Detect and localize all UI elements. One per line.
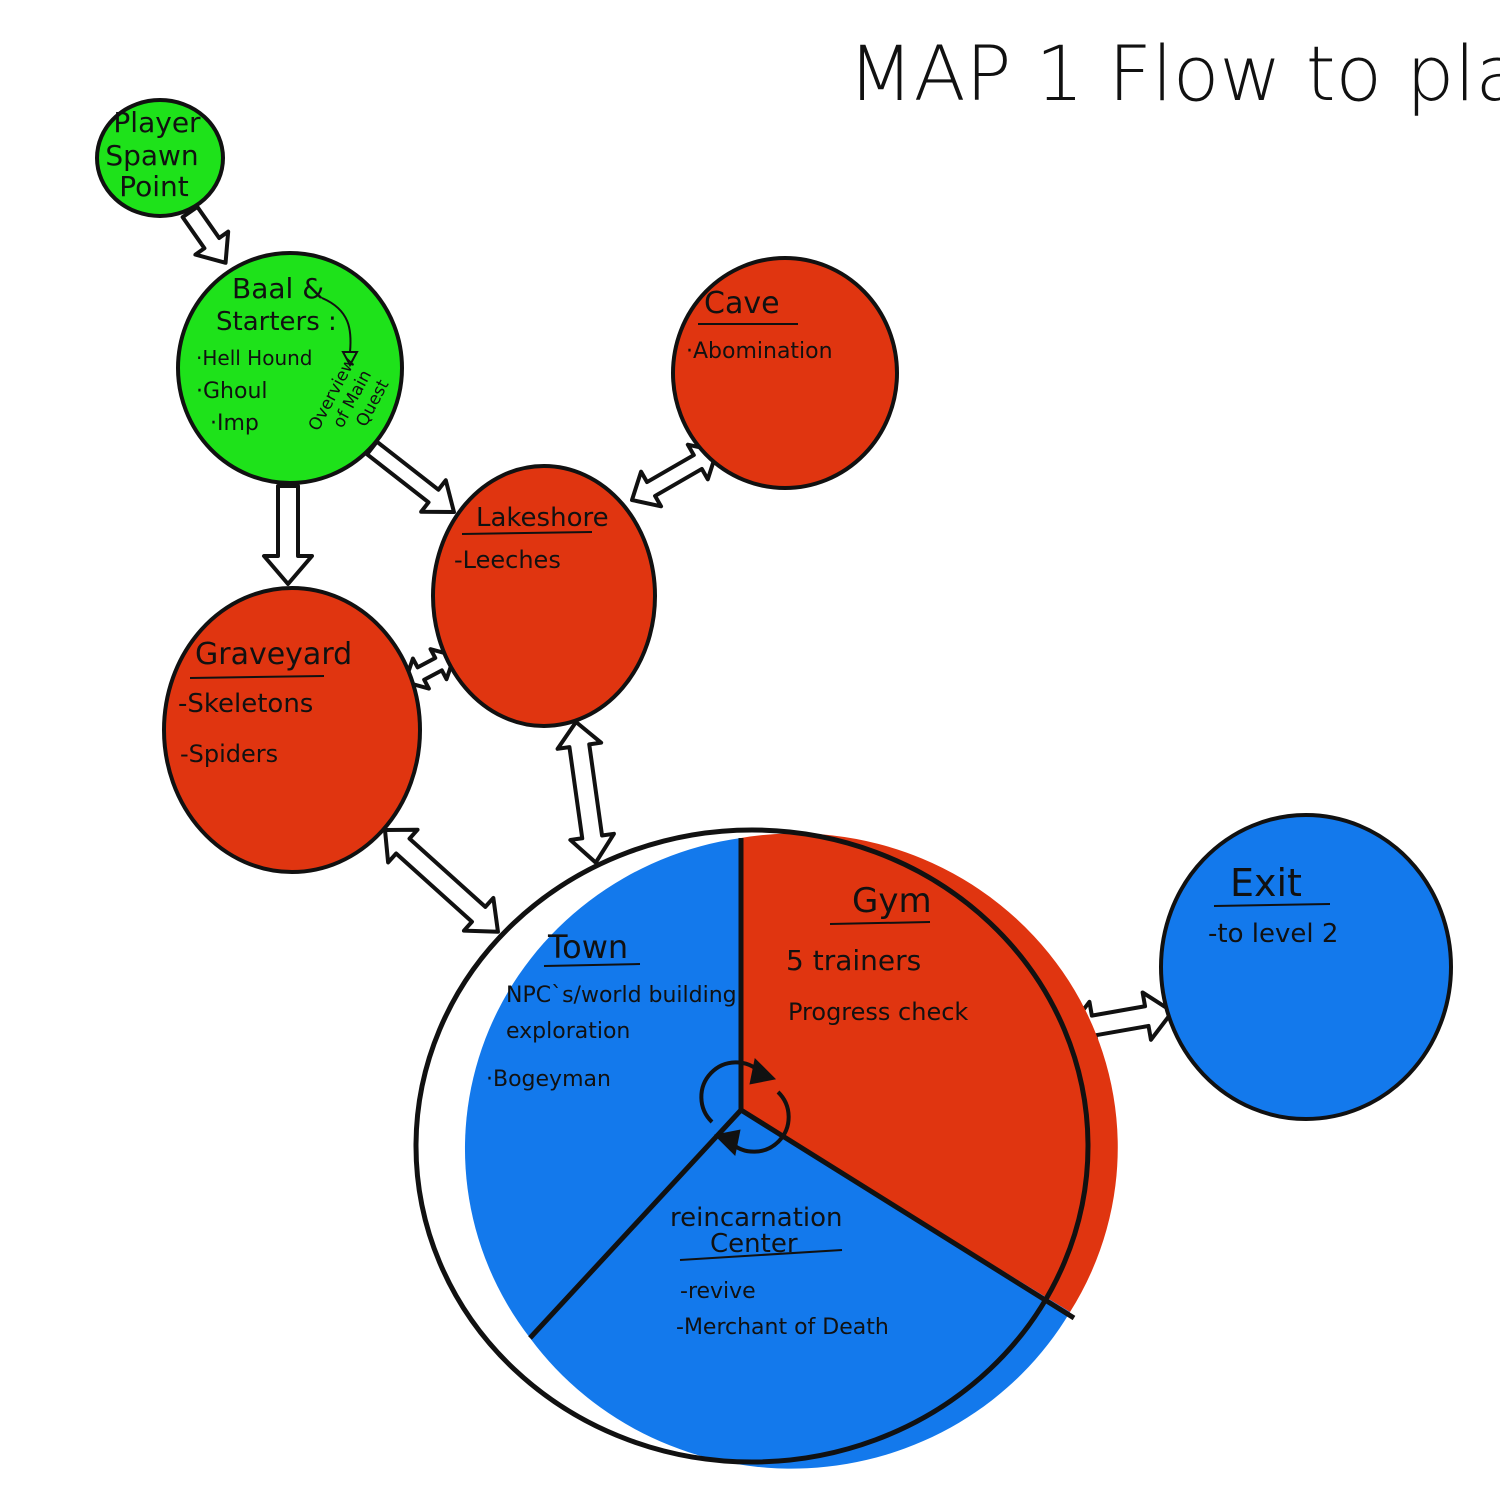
cycle-icon xyxy=(699,1057,791,1157)
gym-title: Gym xyxy=(852,881,932,921)
baal-item-2: ·Ghoul xyxy=(196,379,268,404)
baal-subtitle: Starters : xyxy=(216,307,337,337)
reincarnation-sector xyxy=(530,1110,1070,1469)
gym-sector xyxy=(741,833,1118,1312)
node-baal: Baal & Starters : ·Hell Hound ·Ghoul ·Im… xyxy=(176,251,404,485)
spawn-circle xyxy=(95,98,225,218)
lakeshore-title: Lakeshore xyxy=(476,503,609,533)
divider-gym-reincarnation xyxy=(739,1107,1076,1321)
arrows xyxy=(180,204,1175,1052)
map-title: MAP 1 Flow to play xyxy=(848,29,1500,118)
reincarnation-item-1: -revive xyxy=(680,1279,756,1304)
spawn-label-line1: Player xyxy=(113,106,201,139)
lakeshore-item-1: -Leeches xyxy=(454,546,561,574)
town-item-1: NPC`s/world building xyxy=(506,983,737,1008)
cave-circle xyxy=(671,256,899,490)
town-item-3: ·Bogeyman xyxy=(486,1067,611,1092)
gym-underline xyxy=(829,921,931,925)
lakeshore-underline xyxy=(461,531,593,535)
arrow-baal-to-lakeshore xyxy=(365,439,456,515)
cave-item-1: ·Abomination xyxy=(686,339,833,364)
cycle-icon-head-2 xyxy=(713,1129,741,1157)
arrow-graveyard-town xyxy=(383,827,500,934)
baal-circle xyxy=(176,251,404,485)
node-exit: Exit -to level 2 xyxy=(1159,813,1453,1121)
reincarnation-title-line1: reincarnation xyxy=(670,1203,843,1233)
baal-title: Baal & xyxy=(232,272,324,305)
graveyard-title: Graveyard xyxy=(195,637,352,672)
cave-title: Cave xyxy=(704,286,780,321)
graveyard-item-1: -Skeletons xyxy=(178,689,313,719)
node-town-hub: Town NPC`s/world building exploration ·B… xyxy=(413,827,1118,1469)
town-hub-outline xyxy=(413,827,1091,1465)
town-title: Town xyxy=(547,928,628,966)
exit-circle xyxy=(1159,813,1453,1121)
baal-item-3: ·Imp xyxy=(210,411,259,436)
graveyard-item-2: -Spiders xyxy=(180,740,278,768)
node-spawn: Player Spawn Point xyxy=(95,98,225,218)
spawn-label-line2: Spawn xyxy=(105,139,198,172)
arrow-lakeshore-town xyxy=(555,720,616,865)
cycle-icon-head-1 xyxy=(749,1057,777,1085)
cycle-icon-arc-2 xyxy=(728,1090,791,1154)
lakeshore-circle xyxy=(431,464,657,728)
town-item-2: exploration xyxy=(506,1019,630,1044)
baal-item-1: ·Hell Hound xyxy=(196,346,313,370)
graveyard-underline xyxy=(189,675,325,679)
cycle-icon-arc-1 xyxy=(699,1060,762,1124)
graveyard-circle xyxy=(162,586,422,874)
reincarnation-item-2: -Merchant of Death xyxy=(676,1315,889,1340)
node-cave: Cave ·Abomination xyxy=(671,256,899,490)
spawn-label-line3: Point xyxy=(119,170,189,203)
town-underline xyxy=(543,963,641,967)
arrow-spawn-to-baal xyxy=(180,204,231,265)
baal-note-arrow xyxy=(321,297,352,353)
gym-item-1: 5 trainers xyxy=(786,944,921,977)
divider-town-reincarnation xyxy=(528,1108,743,1340)
exit-item-1: -to level 2 xyxy=(1208,919,1338,949)
baal-note-arrowhead xyxy=(341,351,359,368)
exit-title: Exit xyxy=(1230,861,1302,905)
reincarnation-underline xyxy=(679,1249,843,1261)
node-lakeshore: Lakeshore -Leeches xyxy=(431,464,657,728)
exit-underline xyxy=(1213,903,1331,907)
town-sector xyxy=(464,838,741,1338)
arrow-baal-to-graveyard xyxy=(262,484,314,586)
node-graveyard: Graveyard -Skeletons -Spiders xyxy=(162,586,422,874)
gym-item-2: Progress check xyxy=(788,998,968,1026)
